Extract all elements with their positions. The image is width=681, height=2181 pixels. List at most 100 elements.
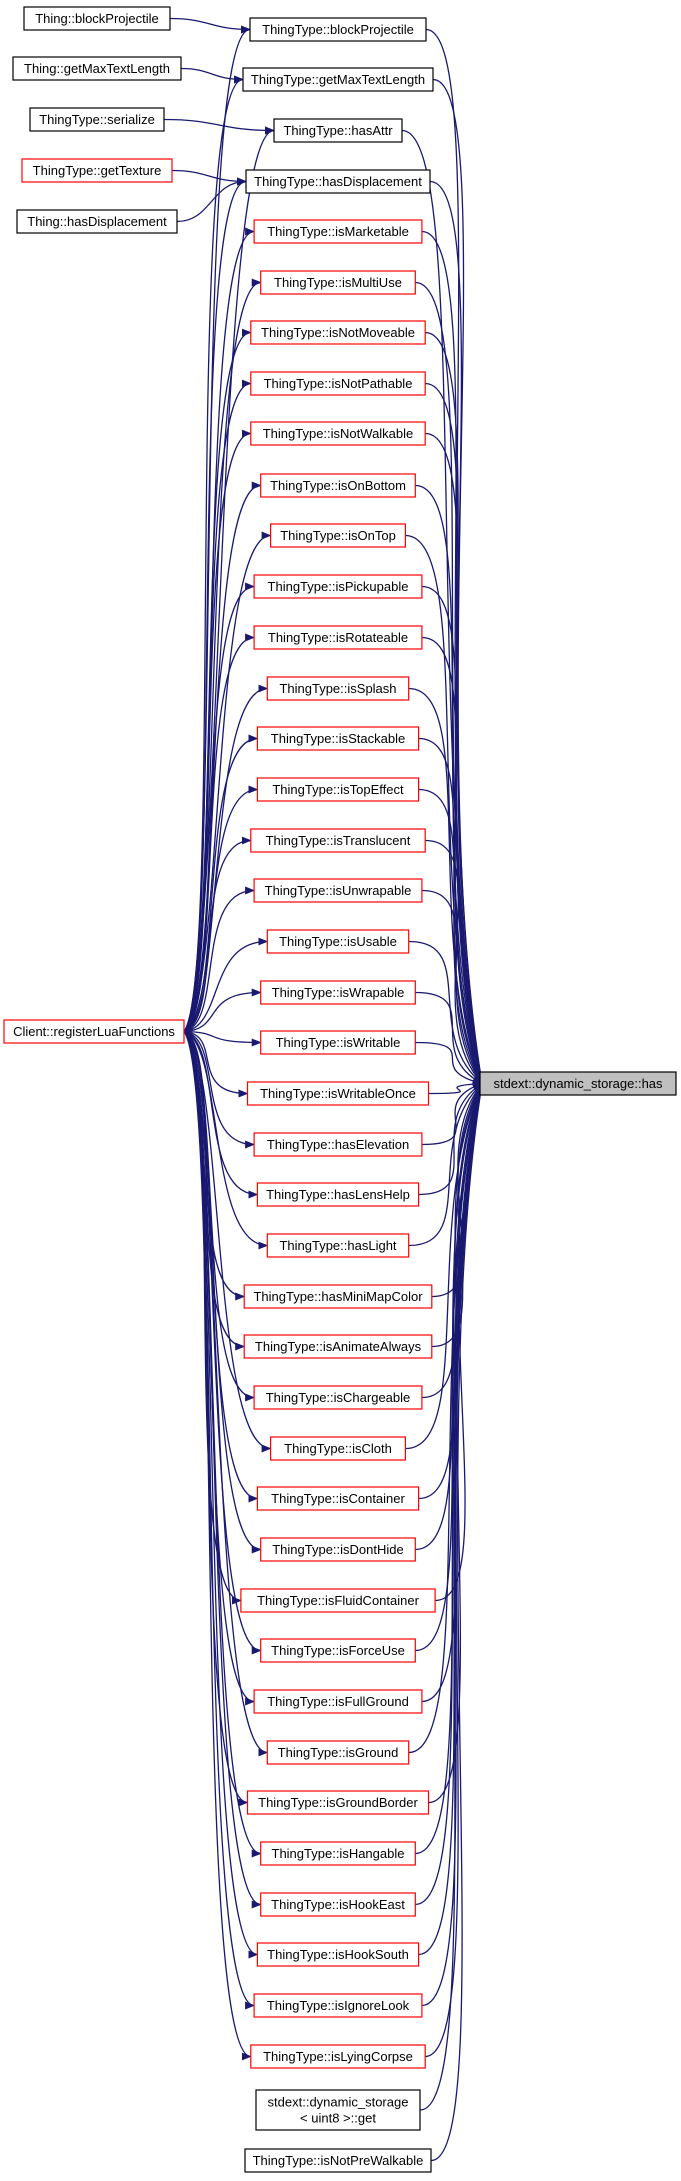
node-ischargeable[interactable]: ThingType::isChargeable <box>253 1385 423 1410</box>
node-target-dynamic-storage-has[interactable]: stdext::dynamic_storage::has <box>479 1071 677 1096</box>
node-isunwrapable[interactable]: ThingType::isUnwrapable <box>253 878 423 903</box>
node-isnotwalkable[interactable]: ThingType::isNotWalkable <box>250 421 426 446</box>
node-label: ThingType::isOnTop <box>280 528 396 543</box>
node-istopeffect[interactable]: ThingType::isTopEffect <box>256 777 420 802</box>
node-blockprojectile[interactable]: ThingType::blockProjectile <box>249 17 427 42</box>
node-isforceuse[interactable]: ThingType::isForceUse <box>260 1638 416 1663</box>
node-label: ThingType::isFluidContainer <box>257 1593 420 1608</box>
node-thingtype-serialize[interactable]: ThingType::serialize <box>29 107 165 132</box>
node-box <box>244 2148 432 2173</box>
node-isignorelook[interactable]: ThingType::isIgnoreLook <box>253 1993 423 2018</box>
node-label: ThingType::isChargeable <box>266 1390 411 1405</box>
node-box <box>256 1486 420 1511</box>
edge-isusable-to-target <box>408 940 483 1085</box>
node-isonbottom[interactable]: ThingType::isOnBottom <box>260 473 416 498</box>
node-box <box>12 56 182 81</box>
node-thingtype-gettexture[interactable]: ThingType::getTexture <box>21 158 173 183</box>
node-iscontainer[interactable]: ThingType::isContainer <box>256 1486 420 1511</box>
node-isdonthide[interactable]: ThingType::isDontHide <box>260 1537 416 1562</box>
node-box <box>16 209 178 234</box>
node-box <box>243 1334 433 1359</box>
node-label: ThingType::isContainer <box>271 1491 405 1506</box>
edge-ismultiuse-to-target <box>415 281 485 1085</box>
node-isgroundborder[interactable]: ThingType::isGroundBorder <box>246 1790 430 1815</box>
node-iswritable[interactable]: ThingType::isWritable <box>260 1030 416 1055</box>
edge-client-to-ischargeable <box>183 1030 256 1402</box>
node-isground[interactable]: ThingType::isGround <box>266 1740 410 1765</box>
node-haselevation[interactable]: ThingType::hasElevation <box>253 1132 423 1157</box>
node-label: ThingType::getMaxTextLength <box>251 72 425 87</box>
node-label: ThingType::hasElevation <box>267 1137 409 1152</box>
node-ismarketable[interactable]: ThingType::isMarketable <box>253 219 423 244</box>
node-iscloth[interactable]: ThingType::isCloth <box>270 1436 407 1461</box>
edge-iswrapable-to-target <box>415 991 483 1085</box>
graph-nodes: stdext::dynamic_storage::has Client::regi… <box>3 6 677 2173</box>
node-isnotprewalkable[interactable]: ThingType::isNotPreWalkable <box>244 2148 432 2173</box>
node-isusable[interactable]: ThingType::isUsable <box>266 929 410 954</box>
node-dynget[interactable]: stdext::dynamic_storage< uint8 >::get <box>255 2089 421 2131</box>
edge-hasdisplacement-to-target <box>429 180 485 1085</box>
node-ishooksouth[interactable]: ThingType::isHookSouth <box>256 1942 420 1967</box>
node-label: ThingType::isStackable <box>271 731 405 746</box>
node-isnotpathable[interactable]: ThingType::isNotPathable <box>250 371 426 396</box>
node-hasdisplacement[interactable]: ThingType::hasDisplacement <box>245 169 431 194</box>
edge-istranslucent-to-target <box>425 839 483 1085</box>
node-box <box>250 828 426 853</box>
edge-thing-blockprojectile-to-blockprojectile <box>169 17 251 34</box>
node-haslenshelp[interactable]: ThingType::hasLensHelp <box>256 1182 420 1207</box>
edge-client-to-iswrapable <box>183 988 262 1033</box>
node-isontop[interactable]: ThingType::isOnTop <box>270 523 407 548</box>
node-box <box>250 2044 426 2069</box>
edge-isignorelook-to-target <box>421 1082 485 2007</box>
node-isstackable[interactable]: ThingType::isStackable <box>256 726 420 751</box>
node-box <box>3 1019 185 1044</box>
node-hasattr[interactable]: ThingType::hasAttr <box>273 118 403 143</box>
node-box <box>242 67 434 92</box>
node-thing-blockprojectile[interactable]: Thing::blockProjectile <box>23 6 171 31</box>
node-box <box>253 878 423 903</box>
node-box <box>260 1638 416 1663</box>
node-isnotmoveable[interactable]: ThingType::isNotMoveable <box>250 320 426 345</box>
node-isrotateable[interactable]: ThingType::isRotateable <box>253 625 423 650</box>
node-label: ThingType::isNotWalkable <box>263 426 414 441</box>
node-istranslucent[interactable]: ThingType::isTranslucent <box>250 828 426 853</box>
node-thing-hasdisplacement[interactable]: Thing::hasDisplacement <box>16 209 178 234</box>
node-client-registerluafunctions[interactable]: Client::registerLuaFunctions <box>3 1019 185 1044</box>
node-box <box>253 1689 423 1714</box>
node-box <box>266 929 410 954</box>
edge-ishooksouth-to-target <box>418 1082 485 1956</box>
node-label: ThingType::isGroundBorder <box>258 1795 418 1810</box>
node-isfluidcontainer[interactable]: ThingType::isFluidContainer <box>240 1588 436 1613</box>
node-getmaxtextlength[interactable]: ThingType::getMaxTextLength <box>242 67 434 92</box>
node-box <box>253 625 423 650</box>
node-iswrapable[interactable]: ThingType::isWrapable <box>260 980 416 1005</box>
node-thing-getmaxtextlength[interactable]: Thing::getMaxTextLength <box>12 56 182 81</box>
node-haslight[interactable]: ThingType::hasLight <box>266 1233 410 1258</box>
node-ishookeast[interactable]: ThingType::isHookEast <box>260 1892 416 1917</box>
node-label: ThingType::getTexture <box>33 163 162 178</box>
node-label: ThingType::isTranslucent <box>266 833 411 848</box>
node-islyingcorpse[interactable]: ThingType::isLyingCorpse <box>250 2044 426 2069</box>
edge-thingtype-gettexture-to-hasdisplacement <box>171 169 247 186</box>
call-edges <box>163 17 485 2162</box>
node-box <box>253 574 423 599</box>
node-box <box>246 1790 430 1815</box>
node-issplash[interactable]: ThingType::isSplash <box>266 676 410 701</box>
node-label: ThingType::isUsable <box>279 934 397 949</box>
edge-isonbottom-to-target <box>415 484 484 1085</box>
node-box <box>253 1132 423 1157</box>
node-label: ThingType::isMarketable <box>267 224 409 239</box>
edge-client-to-iscontainer <box>183 1030 259 1503</box>
node-isanimatealways[interactable]: ThingType::isAnimateAlways <box>243 1334 433 1359</box>
node-ispickupable[interactable]: ThingType::isPickupable <box>253 574 423 599</box>
node-label: Thing::getMaxTextLength <box>24 61 170 76</box>
node-ishangable[interactable]: ThingType::isHangable <box>260 1841 416 1866</box>
edge-ismarketable-to-target <box>421 230 485 1085</box>
edge-client-to-isnotwalkable <box>183 429 252 1033</box>
node-ismultiuse[interactable]: ThingType::isMultiUse <box>260 270 416 295</box>
node-isfullground[interactable]: ThingType::isFullGround <box>253 1689 423 1714</box>
node-label: ThingType::isForceUse <box>271 1643 405 1658</box>
node-box <box>260 1892 416 1917</box>
node-hasminimapcolor[interactable]: ThingType::hasMiniMapColor <box>243 1284 433 1309</box>
node-iswritableonce[interactable]: ThingType::isWritableOnce <box>246 1081 430 1106</box>
